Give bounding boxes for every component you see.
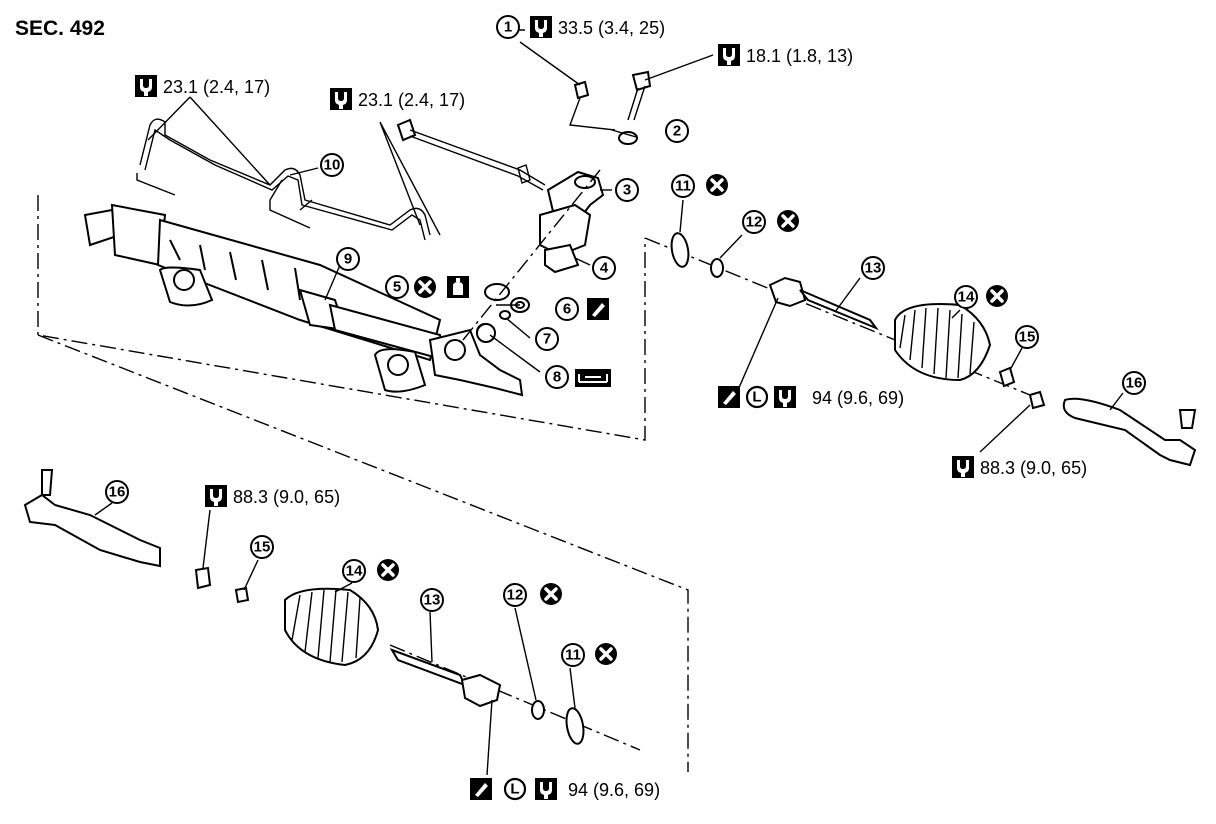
sealant-icon [587, 298, 609, 320]
do-not-reuse-icon [538, 581, 564, 607]
leader-lines [94, 29, 1124, 776]
callout-10: 10 [320, 153, 344, 177]
svg-text:7: 7 [543, 331, 551, 348]
svg-text:14: 14 [958, 289, 975, 306]
grease-icon [447, 276, 469, 298]
callout-9: 9 [336, 247, 360, 271]
section-label: SEC. 492 [15, 17, 105, 40]
lock-letter: L [752, 389, 761, 406]
torque-wrench-icon [530, 16, 552, 38]
callout-4: 4 [592, 256, 616, 280]
torque-wrench-icon [205, 485, 227, 507]
hydraulic-lines [139, 118, 431, 241]
axis-right [644, 237, 1031, 396]
torque-spec-inner-socket-right: 94 (9.6, 69) [812, 388, 904, 408]
svg-text:1: 1 [504, 19, 512, 36]
callout-15: 15 [250, 535, 274, 559]
assembly-outline-upper [37, 195, 646, 441]
torque-spec-bolt-1: 33.5 (3.4, 25) [558, 18, 665, 38]
torque-wrench-icon [774, 386, 796, 408]
do-not-reuse-icon [593, 641, 619, 667]
svg-text:8: 8 [553, 369, 561, 386]
svg-text:14: 14 [346, 563, 363, 580]
valve-housing [539, 131, 638, 274]
do-not-reuse-icon [412, 274, 438, 300]
callout-16: 16 [1122, 371, 1146, 395]
right-tie-rod-parts [670, 232, 1197, 467]
svg-text:2: 2 [673, 123, 681, 140]
svg-text:6: 6 [563, 301, 571, 318]
axis-left-lower [389, 644, 641, 751]
return-tube [396, 118, 546, 191]
axis-valve [462, 169, 601, 341]
torque-spec-bolt-2: 18.1 (1.8, 13) [746, 46, 853, 66]
bolt-2 [627, 70, 652, 121]
svg-text:4: 4 [600, 260, 609, 277]
leader-1 [569, 97, 616, 131]
callout-2: 2 [665, 119, 689, 143]
svg-text:9: 9 [344, 251, 352, 268]
do-not-reuse-icon [704, 172, 730, 198]
assembly-outline-lower [37, 334, 689, 772]
measure-icon [574, 368, 612, 388]
torque-spec-tube-left: 23.1 (2.4, 17) [163, 77, 270, 97]
callout-15: 15 [1015, 325, 1039, 349]
svg-text:12: 12 [746, 214, 763, 231]
svg-text:13: 13 [865, 260, 882, 277]
callout-7: 7 [535, 327, 559, 351]
callout-12: 12 [742, 210, 766, 234]
callout-13: 13 [861, 256, 885, 280]
svg-text:10: 10 [324, 157, 341, 174]
torque-spec-inner-socket-left: 94 (9.6, 69) [568, 780, 660, 800]
svg-text:11: 11 [565, 647, 581, 664]
svg-text:16: 16 [1126, 375, 1143, 392]
left-tie-rod-parts [23, 469, 585, 745]
svg-text:16: 16 [109, 484, 126, 501]
svg-text:15: 15 [254, 539, 271, 556]
svg-text:12: 12 [507, 587, 524, 604]
callout-8: 8 [545, 365, 569, 389]
svg-text:13: 13 [424, 592, 441, 609]
svg-text:11: 11 [675, 178, 691, 195]
callout-13: 13 [420, 588, 444, 612]
gear-housing [83, 203, 524, 397]
sealant-icon [470, 778, 492, 800]
lock-letter: L [510, 781, 519, 798]
callout-14: 14 [342, 559, 366, 583]
svg-text:15: 15 [1019, 329, 1036, 346]
callout-11: 11 [671, 174, 695, 198]
callout-3: 3 [615, 178, 639, 202]
callout-11: 11 [561, 643, 585, 667]
torque-wrench-icon [135, 75, 157, 97]
torque-spec-nut-right: 88.3 (9.0, 65) [980, 458, 1087, 478]
torque-wrench-icon [718, 44, 740, 66]
do-not-reuse-icon [775, 208, 801, 234]
callout-14: 14 [954, 285, 978, 309]
callout-5: 5 [385, 275, 409, 299]
sealant-icon [718, 386, 740, 408]
torque-wrench-icon [330, 88, 352, 110]
svg-text:5: 5 [393, 279, 401, 296]
callout-6: 6 [555, 297, 579, 321]
bolt-1 [573, 80, 590, 100]
callout-16: 16 [105, 480, 129, 504]
torque-wrench-icon [952, 456, 974, 478]
callout-1: 1 [496, 15, 520, 39]
svg-text:3: 3 [623, 182, 631, 199]
do-not-reuse-icon [984, 283, 1010, 309]
do-not-reuse-icon [375, 557, 401, 583]
callout-12: 12 [503, 583, 527, 607]
torque-wrench-icon [535, 778, 557, 800]
torque-spec-nut-left: 88.3 (9.0, 65) [233, 487, 340, 507]
torque-spec-tube-right: 23.1 (2.4, 17) [358, 90, 465, 110]
